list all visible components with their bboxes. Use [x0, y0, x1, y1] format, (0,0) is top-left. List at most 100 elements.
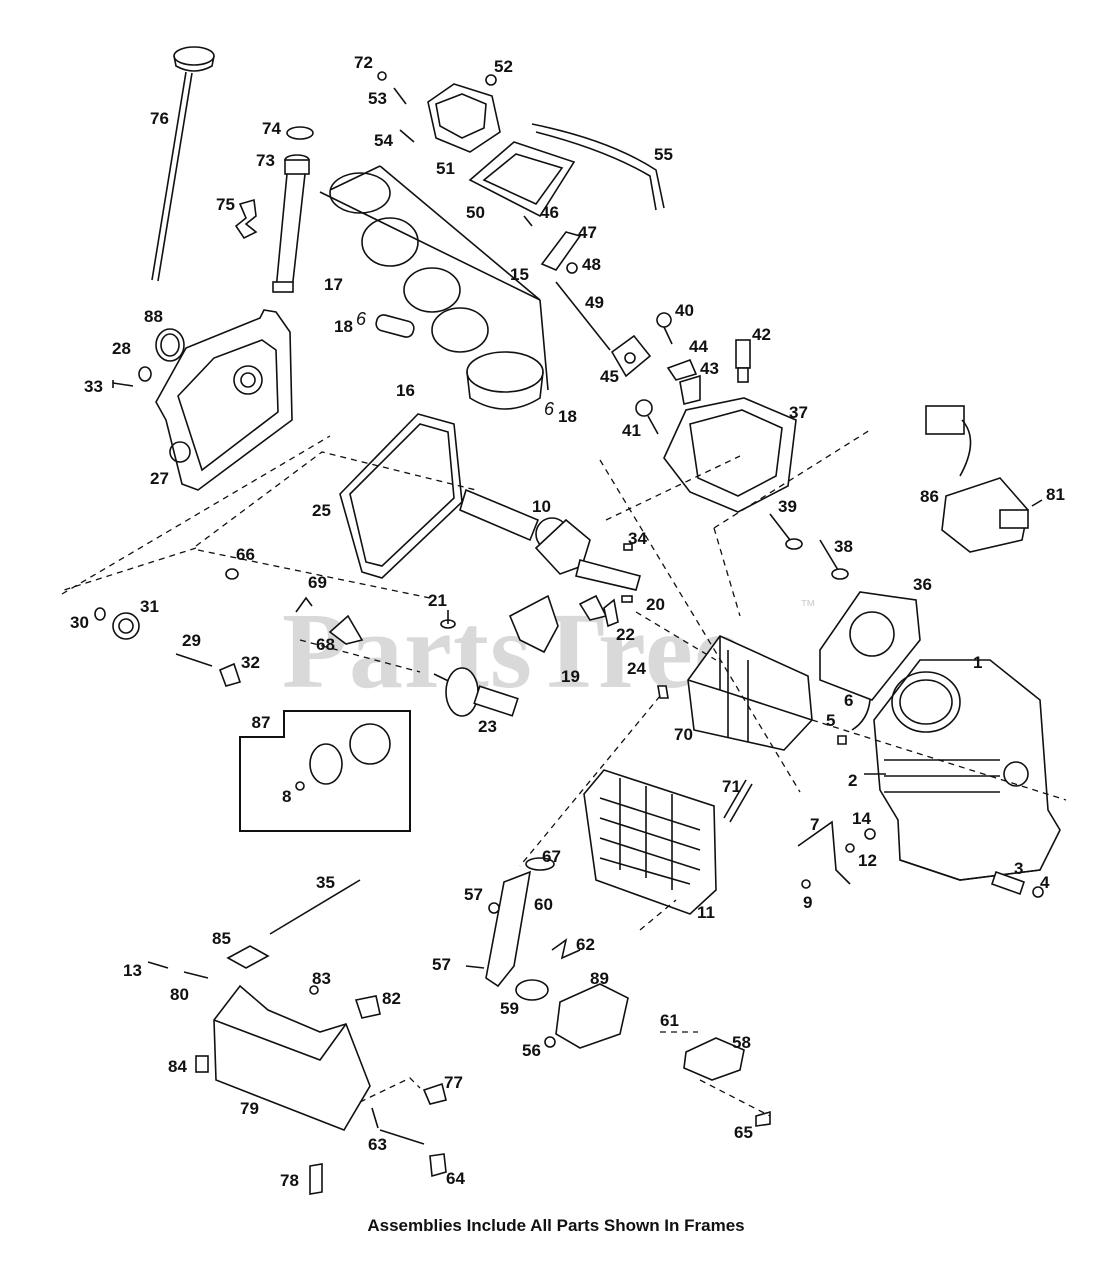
callout-78: 78: [280, 1171, 299, 1190]
callout-5: 5: [826, 711, 836, 730]
callout-35: 35: [316, 873, 335, 892]
callout-23: 23: [478, 717, 497, 736]
callout-3: 3: [1014, 859, 1024, 878]
callout-39: 39: [778, 497, 797, 516]
callout-25: 25: [312, 501, 331, 520]
callout-42: 42: [752, 325, 771, 344]
callout-30: 30: [70, 613, 89, 632]
callout-48: 48: [582, 255, 601, 274]
cylinder-block-part: [873, 659, 1061, 881]
callout-88: 88: [144, 307, 163, 326]
callout-71: 71: [722, 777, 741, 796]
assembly-frame-tag: 87: [239, 710, 285, 738]
ring-mark-upper: 6: [356, 309, 367, 329]
callout-8: 8: [282, 787, 292, 806]
callout-46: 46: [540, 203, 559, 222]
muffler-guard-part: [583, 769, 717, 915]
callout-19: 19: [561, 667, 580, 686]
intake-manifold-part: [485, 870, 532, 988]
callout-61: 61: [660, 1011, 679, 1030]
callout-14: 14: [852, 809, 871, 828]
rocker-arm-part: [523, 215, 611, 351]
callout-44: 44: [689, 337, 708, 356]
throttle-control-part: [683, 1037, 745, 1081]
callout-67: 67: [542, 847, 561, 866]
crankcase-gasket-part: [339, 413, 463, 579]
valve-cover-gasket-part: [468, 141, 576, 218]
callout-68: 68: [316, 635, 335, 654]
callout-27: 27: [150, 469, 169, 488]
piston-ring-frame: [319, 165, 549, 410]
callout-13: 13: [123, 961, 142, 980]
dipstick-tube-part: [272, 126, 314, 293]
callout-69: 69: [308, 573, 327, 592]
callout-1: 1: [973, 653, 983, 672]
callout-54: 54: [374, 131, 393, 150]
callout-32: 32: [241, 653, 260, 672]
callout-79: 79: [240, 1099, 259, 1118]
callout-22: 22: [616, 625, 635, 644]
callout-55: 55: [654, 145, 673, 164]
diagram-caption: Assemblies Include All Parts Shown In Fr…: [367, 1216, 745, 1235]
head-gasket-part: [819, 591, 921, 701]
callout-6: 6: [844, 691, 854, 710]
starter-part: [925, 405, 1043, 553]
cable-part: [269, 879, 361, 935]
carburetor-part: [555, 983, 629, 1049]
callout-74: 74: [262, 119, 281, 138]
valve-parts: [610, 312, 751, 435]
breather-hose-part: [531, 123, 665, 211]
valve-stem-part: [769, 513, 791, 541]
crankshaft-part: [459, 488, 641, 591]
callout-10: 10: [532, 497, 551, 516]
callout-18-upper: 18: [334, 317, 353, 336]
callout-33: 33: [84, 377, 103, 396]
callout-56: 56: [522, 1041, 541, 1060]
callout-77: 77: [444, 1073, 463, 1092]
callout-60: 60: [534, 895, 553, 914]
callout-50: 50: [466, 203, 485, 222]
callout-66: 66: [236, 545, 255, 564]
callout-15: 15: [510, 265, 529, 284]
callout-59: 59: [500, 999, 519, 1018]
callout-49: 49: [585, 293, 604, 312]
governor-gear-part: [94, 607, 242, 687]
callout-18-lower: 18: [558, 407, 577, 426]
callout-82: 82: [382, 989, 401, 1008]
callout-2: 2: [848, 771, 858, 790]
callout-53: 53: [368, 89, 387, 108]
control-bracket-part: [213, 984, 371, 1131]
callout-65: 65: [734, 1123, 753, 1142]
callout-47: 47: [578, 223, 597, 242]
callout-72: 72: [354, 53, 373, 72]
callout-64: 64: [446, 1169, 465, 1188]
callout-63: 63: [368, 1135, 387, 1154]
callout-38: 38: [834, 537, 853, 556]
camshaft-part: [433, 667, 519, 717]
callout-20: 20: [646, 595, 665, 614]
callout-73: 73: [256, 151, 275, 170]
dipstick-part: [151, 46, 215, 282]
callout-57-upper: 57: [464, 885, 483, 904]
stud-part: [723, 779, 747, 819]
air-filter-part: [687, 635, 813, 751]
watermark-trademark: ™: [800, 598, 816, 615]
callout-29: 29: [182, 631, 201, 650]
cylinder-head-part: [663, 397, 797, 513]
callout-85: 85: [212, 929, 231, 948]
callout-81: 81: [1046, 485, 1065, 504]
callout-24: 24: [627, 659, 646, 678]
callout-51: 51: [436, 159, 455, 178]
callout-75: 75: [216, 195, 235, 214]
callout-52: 52: [494, 57, 513, 76]
callout-28: 28: [112, 339, 131, 358]
callout-9: 9: [803, 893, 813, 912]
callout-57-lower: 57: [432, 955, 451, 974]
callout-21: 21: [428, 591, 447, 610]
callout-84: 84: [168, 1057, 187, 1076]
callout-76: 76: [150, 109, 169, 128]
callout-58: 58: [732, 1033, 751, 1052]
callout-45: 45: [600, 367, 619, 386]
